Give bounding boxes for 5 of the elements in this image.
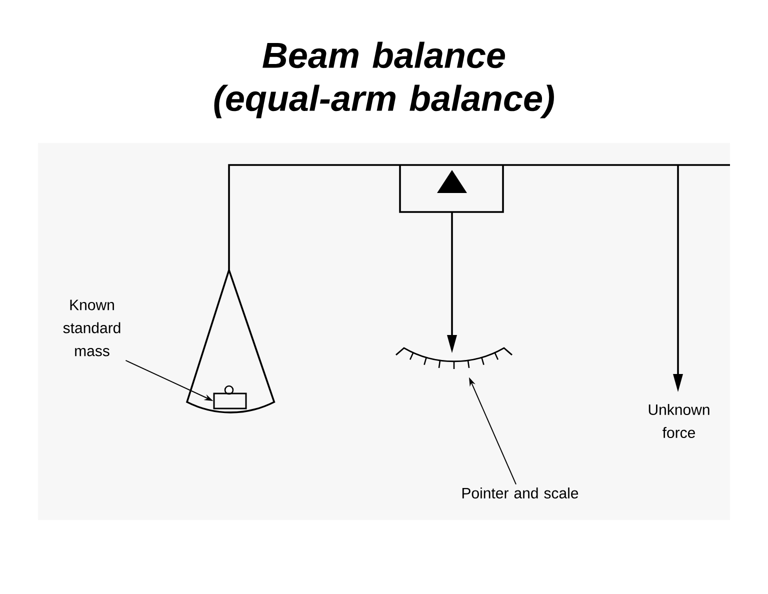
title: Beam balance (equal-arm balance)	[214, 42, 554, 118]
label-text: Pointer and scale	[462, 487, 578, 498]
mass-block	[213, 385, 247, 410]
force-label: Unknown force	[648, 404, 710, 438]
label-text: Known standard mass	[63, 300, 120, 356]
